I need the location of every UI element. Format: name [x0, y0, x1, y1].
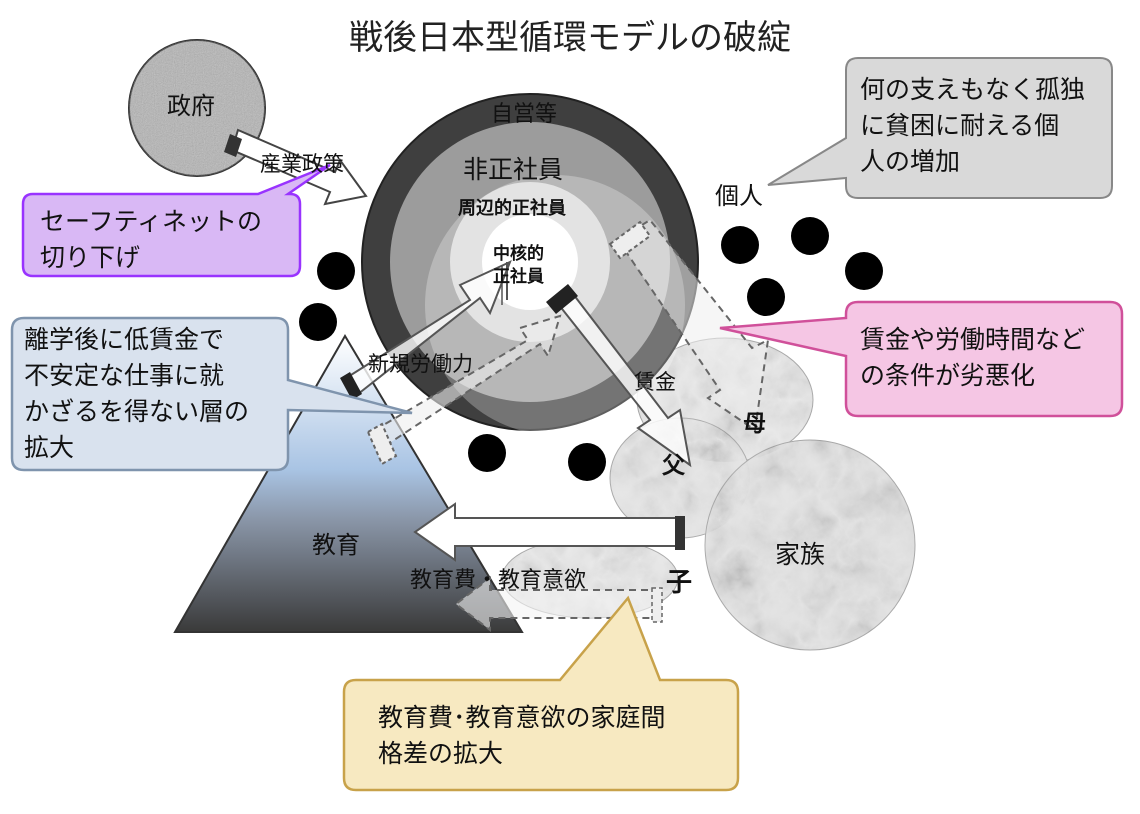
core-label-line1: 中核的: [493, 244, 544, 264]
callout-individual-line2: に貧困に耐える個: [860, 111, 1060, 140]
family-label: 家族: [775, 540, 826, 569]
new-labor-dashed-arrow: [366, 314, 562, 466]
callout-conditions-line1: 賃金や労働時間など: [860, 325, 1086, 354]
callout-youth-line4: 拡大: [24, 433, 75, 462]
individuals-label: 個人: [715, 182, 763, 210]
callout-youth: 離学後に低賃金で 不安定な仕事に就 かざるを得ない層の 拡大: [24, 322, 284, 466]
callout-individual-line3: 人の増加: [860, 147, 961, 176]
callout-youth-line2: 不安定な仕事に就: [24, 361, 225, 390]
callout-conditions-shape: [719, 300, 1124, 418]
callout-gap: 教育費･教育意欲の家庭間 格差の拡大: [378, 700, 733, 772]
mother-label: 母: [743, 411, 766, 437]
callout-gap-line2: 格差の拡大: [378, 739, 504, 768]
core-label-line2: 正社員: [493, 267, 544, 287]
callout-gap-shape: [342, 595, 740, 792]
callout-youth-shape: [10, 316, 413, 472]
new-labor-label: 新規労働力: [368, 352, 473, 376]
education-costs-label: 教育費・教育意欲: [410, 568, 587, 593]
non-regular-label: 非正社員: [463, 155, 564, 184]
education-triangle: [173, 334, 524, 633]
child-label: 子: [666, 568, 693, 598]
wages-arrow: [546, 284, 692, 468]
callout-safety-net-line2: 切り下げ: [40, 243, 141, 272]
callout-safety-net: セーフティネットの 切り下げ: [40, 204, 295, 276]
government-label: 政府: [167, 92, 215, 120]
callout-youth-line3: かざるを得ない層の: [24, 397, 250, 426]
industrial-policy-arrow: [224, 128, 368, 206]
callout-safety-net-line1: セーフティネットの: [40, 207, 263, 236]
education-label: 教育: [312, 531, 360, 559]
education-costs-arrow: [413, 502, 685, 562]
callout-gap-line1: 教育費･教育意欲の家庭間: [378, 703, 666, 732]
diagram-title: 戦後日本型循環モデルの破綻: [349, 18, 791, 58]
callout-individual-line1: 何の支えもなく孤独: [860, 75, 1086, 104]
peripheral-label: 周辺的正社員: [458, 198, 566, 219]
education-costs-dashed-arrow: [454, 575, 663, 633]
callout-safety-net-shape: [21, 163, 331, 278]
wages-label: 賃金: [634, 370, 676, 394]
callout-individual-shape: [767, 57, 1113, 199]
wages-dashed-arrow: [608, 218, 770, 432]
callout-conditions-line2: の条件が劣悪化: [860, 361, 1036, 390]
father-label: 父: [662, 453, 685, 479]
industrial-policy-label: 産業政策: [260, 152, 344, 176]
government-node: [128, 39, 266, 177]
callout-conditions: 賃金や労働時間など の条件が劣悪化: [860, 322, 1115, 394]
individual-dots: [299, 217, 883, 481]
callout-youth-line1: 離学後に低賃金で: [24, 325, 225, 354]
new-labor-arrow: [340, 260, 512, 400]
callout-individual: 何の支えもなく孤独 に貧困に耐える個 人の増加: [860, 72, 1105, 180]
self-employed-label: 自営等: [491, 102, 558, 127]
